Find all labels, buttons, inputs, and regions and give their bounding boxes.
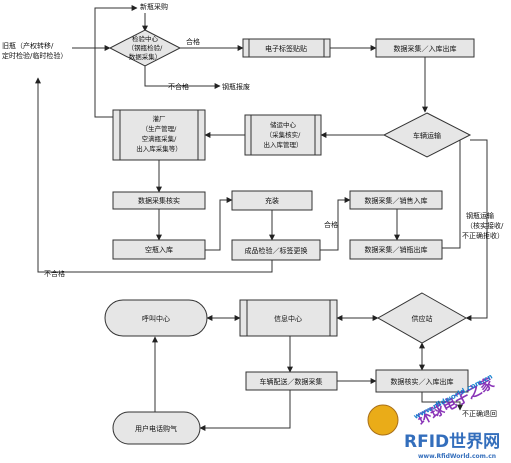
qualified-mid-label: 合格	[324, 220, 338, 229]
qualified-top-label: 合格	[186, 37, 200, 46]
data-verify-label: 数据采集核实	[138, 196, 180, 205]
connector-cylinder-transport	[465, 139, 488, 321]
watermark-site: www.RfidWorld.com.cn	[418, 453, 496, 460]
new-purchase-label: 新瓶采购	[140, 2, 168, 11]
filling-plant-line2: （生产管理/	[142, 124, 178, 133]
collect-sales-out-node: 数据采集／销瓶出库	[349, 239, 443, 260]
data-verify-io-label: 数据核实／入库出库	[391, 377, 454, 386]
connector-empty-filling	[205, 197, 233, 251]
old-cylinder-line1: 旧瓶（产权转移/	[2, 41, 54, 50]
inspection-center-line1: 检验中心	[132, 34, 159, 43]
connector-verify-return	[421, 392, 463, 411]
info-center-node: 信息中心	[239, 299, 338, 337]
data-verify-node: 数据采集核实	[112, 191, 206, 210]
info-center-label: 信息中心	[274, 314, 302, 323]
storage-center-line1: 储运中心	[270, 120, 297, 129]
connector-dispatch-user	[199, 390, 291, 431]
old-cylinder-line2: 定时检验/临时检验）	[2, 51, 67, 60]
call-center-node: 呼叫中心	[104, 299, 208, 337]
product-check-node: 成品检验／标签更换	[231, 239, 321, 261]
collect-sales-out-label: 数据采集／销瓶出库	[365, 245, 428, 254]
cylinder-transport-line3: 不正确拒收）	[462, 231, 504, 240]
storage-center-line3: 出入库管理）	[264, 140, 303, 149]
supply-station-node: 供应站	[376, 292, 468, 344]
call-center-label: 呼叫中心	[142, 314, 170, 323]
cylinder-transport-line1: 钢瓶运输	[466, 211, 494, 220]
collect-inbound-top-node: 数据采集／入库出库	[375, 38, 475, 58]
product-check-label: 成品检验／标签更换	[245, 246, 308, 255]
inspection-center-node: 检验中心 （钢瓶检验/ 数据采集）	[108, 29, 182, 67]
collect-sales-in-node: 数据采集／销售入库	[349, 190, 443, 210]
filling-node: 充装	[231, 190, 313, 211]
storage-center-node: 储运中心 （采集核实/ 出入库管理）	[244, 114, 322, 156]
data-verify-io-node: 数据核实／入库出库	[375, 369, 469, 393]
unqualified-top-label: 不合格	[168, 82, 189, 91]
tag-paste-label: 电子标签贴贴	[265, 44, 307, 53]
storage-center-line2: （采集核实/	[266, 130, 302, 139]
inspection-center-line2: （钢瓶检验/	[128, 43, 164, 52]
empty-inbound-node: 空瓶入库	[112, 239, 206, 260]
collect-inbound-top-label: 数据采集／入库出库	[394, 44, 457, 53]
vehicle-transport-top-label: 车辆运输	[413, 131, 441, 140]
connector-unqualified-loop	[35, 77, 273, 273]
collect-sales-in-label: 数据采集／销售入库	[365, 196, 428, 205]
filling-plant-line3: 空满瓶采集/	[142, 134, 178, 143]
supply-station-label: 供应站	[412, 314, 433, 323]
connector-collect-vehicle	[422, 47, 474, 113]
vehicle-transport-top-node: 车辆运输	[382, 112, 472, 158]
connectors	[35, 5, 488, 431]
filling-label: 充装	[265, 196, 279, 205]
incorrect-return-label: 不正确退回	[462, 409, 497, 418]
unqualified-left-label: 不合格	[44, 269, 65, 278]
filling-plant-line4: 出入库采集等）	[136, 144, 182, 153]
filling-plant-node: 灌厂 （生产管理/ 空满瓶采集/ 出入库采集等）	[112, 109, 206, 161]
vehicle-dispatch-label: 车辆配送／数据采集	[260, 377, 323, 386]
vehicle-dispatch-node: 车辆配送／数据采集	[245, 371, 338, 391]
cylinder-scrap-label: 钢瓶报废	[222, 82, 250, 91]
user-order-label: 用户电话购气	[135, 424, 177, 433]
watermark-brand: RFID世界网	[404, 432, 500, 452]
filling-plant-line1: 灌厂	[153, 114, 167, 123]
inspection-center-line3: 数据采集）	[129, 52, 162, 61]
watermark-globe-icon	[367, 404, 399, 436]
cylinder-transport-line2: （核实接收/	[466, 221, 504, 230]
connector-inspection-scrap	[144, 66, 221, 89]
connector-check-sales-in	[320, 197, 351, 251]
user-order-node: 用户电话购气	[112, 411, 201, 445]
empty-inbound-label: 空瓶入库	[145, 245, 173, 254]
tag-paste-node: 电子标签贴贴	[242, 38, 331, 58]
